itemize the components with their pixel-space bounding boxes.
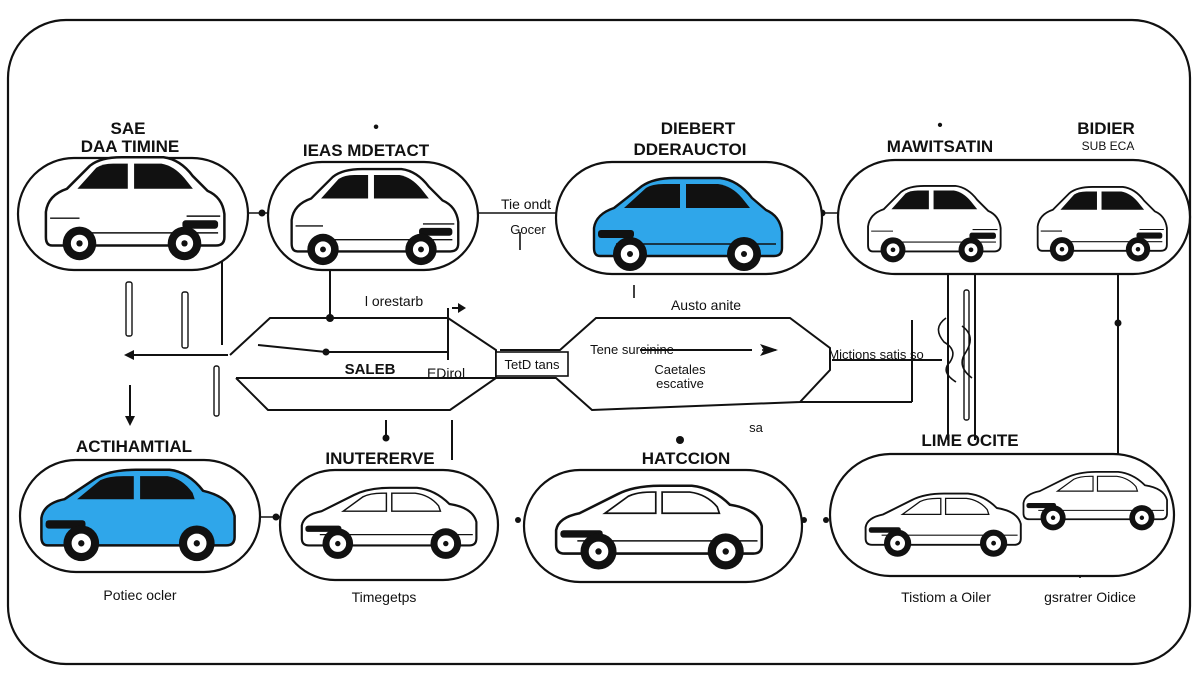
stage-title: IEAS MDETACT <box>303 141 430 160</box>
stage-title: SAE <box>111 119 146 138</box>
connector-label-caetales: Caetales <box>654 362 706 377</box>
connector-label-escative: escative <box>656 376 704 391</box>
svg-text:•: • <box>373 119 379 136</box>
svg-text:•: • <box>937 117 942 134</box>
connector-lines <box>124 160 1122 578</box>
stage-top-4-5: • MAWITSATIN BIDIER SUB ECA <box>836 117 1192 276</box>
stage-subtitle: DDERAUCTOI <box>633 140 746 159</box>
connector-label-saleb: SALEB <box>345 361 396 378</box>
connector-label-edirol: EDirol <box>427 365 465 381</box>
diagram-frame <box>6 18 1192 666</box>
stage-caption: Timegetps <box>352 589 417 605</box>
vertical-marks <box>125 281 970 421</box>
stage-caption-right: gsratrer Oidice <box>1044 589 1136 605</box>
stage-bottom-3: HATCCION <box>522 436 804 584</box>
stage-caption-left: Tistiom a Oiler <box>901 589 991 605</box>
stage-subtitle: DAA TIMINE <box>81 137 180 156</box>
stage-bottom-2: INUTERERVE Timegetps <box>278 449 500 605</box>
stage-top-3: DIEBERT DDERAUCTOI <box>554 119 824 276</box>
stage-title: ACTIHAMTIAL <box>76 437 192 456</box>
connector-label-tie-ondt: Tie ondt <box>501 196 551 212</box>
connector-label-mictions-satis: Mictions satis so <box>828 347 923 362</box>
connector-label-l-orestarb: l orestarb <box>365 293 424 309</box>
stage-title: INUTERERVE <box>325 449 434 468</box>
connector-label-austo-anite: Austo anite <box>671 297 741 313</box>
stage-caption: Potiec ocler <box>103 587 176 603</box>
stage-title: BIDIER <box>1077 119 1135 138</box>
stage-top-1: SAE DAA TIMINE <box>16 119 250 272</box>
connector-label-sa: sa <box>749 420 764 435</box>
stage-title: LIME OCITE <box>921 431 1018 450</box>
connector-box <box>495 351 569 377</box>
stage-title: HATCCION <box>642 449 730 468</box>
stage-top-2: • IEAS MDETACT <box>266 119 480 272</box>
stage-bottom-1: ACTIHAMTIAL Potiec ocler <box>18 437 262 603</box>
connector-label-gocer: Gocer <box>510 222 546 237</box>
stage-subtitle: SUB ECA <box>1082 139 1135 153</box>
connector-label-tetd-tans: TetD tans <box>505 357 560 372</box>
stage-bottom-4: LIME OCITE Tistiom a Oiler gsratrer Oidi… <box>828 431 1176 605</box>
connector-label-tene-surcinine: Tene surcinine <box>590 342 674 357</box>
stage-title: MAWITSATIN <box>887 137 993 156</box>
stage-title: DIEBERT <box>661 119 736 138</box>
connector-labels: l orestarb SALEB EDirol TetD tans Austo … <box>345 293 924 435</box>
